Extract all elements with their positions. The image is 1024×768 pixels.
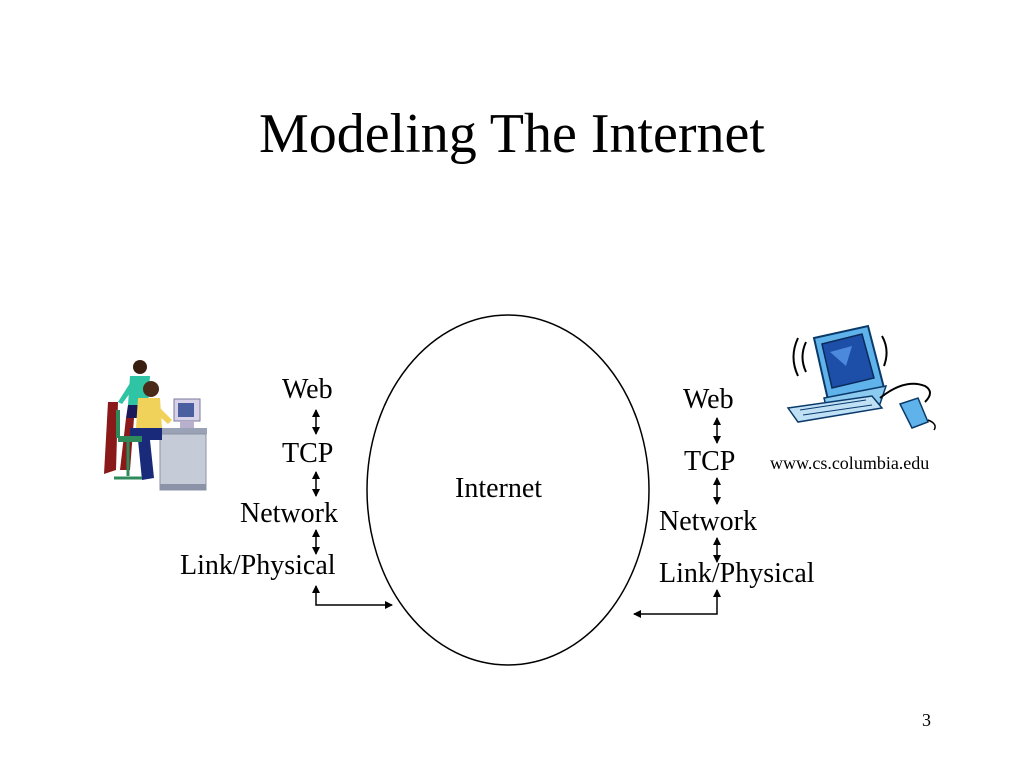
desktop-computer-icon bbox=[786, 324, 936, 431]
right-layer-network: Network bbox=[659, 506, 757, 537]
slide-title: Modeling The Internet bbox=[259, 103, 765, 165]
right-layer-tcp: TCP bbox=[684, 446, 736, 477]
internet-label: Internet bbox=[455, 473, 543, 504]
left-layer-web: Web bbox=[282, 374, 333, 405]
host-url-label: www.cs.columbia.edu bbox=[770, 453, 930, 473]
internet-cloud bbox=[366, 314, 650, 666]
right-layer-web: Web bbox=[683, 384, 734, 415]
people-at-computer-icon bbox=[104, 360, 207, 491]
page-number: 3 bbox=[922, 710, 931, 730]
left-link-connector bbox=[312, 585, 393, 609]
right-link-connector bbox=[633, 589, 721, 618]
right-layer-link-physical: Link/Physical bbox=[659, 558, 815, 589]
left-layer-network: Network bbox=[240, 498, 338, 529]
left-layer-link-physical: Link/Physical bbox=[180, 550, 336, 581]
left-layer-tcp: TCP bbox=[282, 438, 334, 469]
